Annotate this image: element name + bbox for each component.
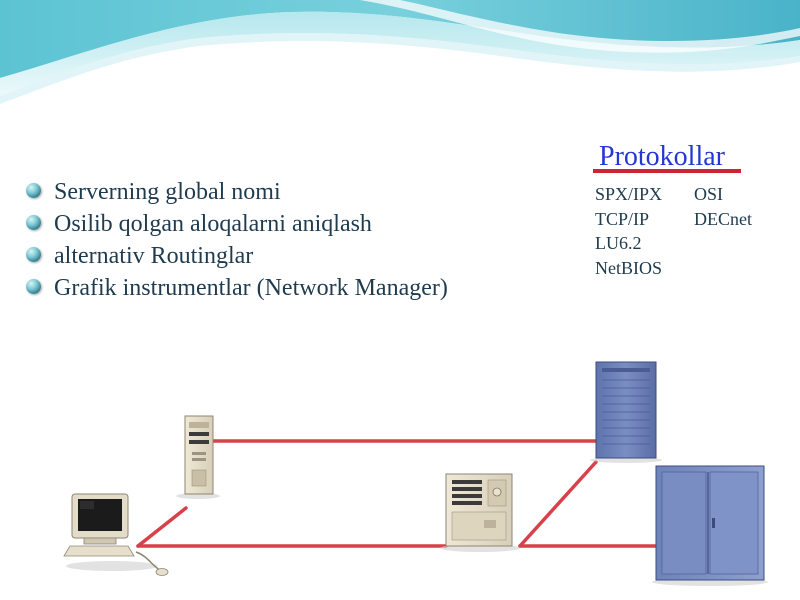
link-line xyxy=(136,506,188,548)
network-links xyxy=(136,439,658,548)
bullet-item: Serverning global nomi xyxy=(24,176,448,208)
protocol-item: DECnet xyxy=(694,208,752,229)
protocol-item: SPX/IPX xyxy=(595,184,663,204)
protocol-item xyxy=(694,231,774,256)
protocol-item: LU6.2 xyxy=(595,233,642,253)
bullet-text: Osilib qolgan aloqalarni aniqlash xyxy=(54,211,372,237)
link-line xyxy=(518,460,598,548)
protocol-item: TCP/IP xyxy=(595,208,650,229)
protocol-item: NetBIOS xyxy=(595,257,662,278)
blue-server-cabinet-icon xyxy=(590,361,662,463)
bullet-item: alternativ Routinglar xyxy=(24,240,448,272)
header-wave xyxy=(0,0,800,104)
tower-pc-icon xyxy=(176,415,220,499)
bullet-icon xyxy=(26,183,41,198)
bullet-icon xyxy=(26,247,41,262)
desktop-computer-icon xyxy=(63,493,169,576)
bullet-icon xyxy=(26,215,41,230)
protocols-title: Protokollar xyxy=(599,141,725,172)
blue-mainframe-icon xyxy=(652,465,768,586)
protocol-item xyxy=(694,256,774,281)
file-server-icon xyxy=(440,473,520,552)
protocols-title-underline xyxy=(593,169,741,173)
bullet-text: Grafik instrumentlar (Network Manager) xyxy=(54,275,448,301)
bullet-item: Osilib qolgan aloqalarni aniqlash xyxy=(24,208,448,240)
network-diagram xyxy=(63,361,768,586)
protocol-item: OSI xyxy=(694,184,724,204)
bullet-icon xyxy=(26,279,41,294)
bullet-text: alternativ Routinglar xyxy=(54,243,254,269)
bullet-item: Grafik instrumentlar (Network Manager) xyxy=(24,272,448,304)
protocols-grid: SPX/IPX OSI TCP/IP DECnet LU6.2 NetBIOS xyxy=(595,182,774,280)
bullet-text: Serverning global nomi xyxy=(54,179,281,205)
bullet-list: Serverning global nomi Osilib qolgan alo… xyxy=(24,176,448,304)
